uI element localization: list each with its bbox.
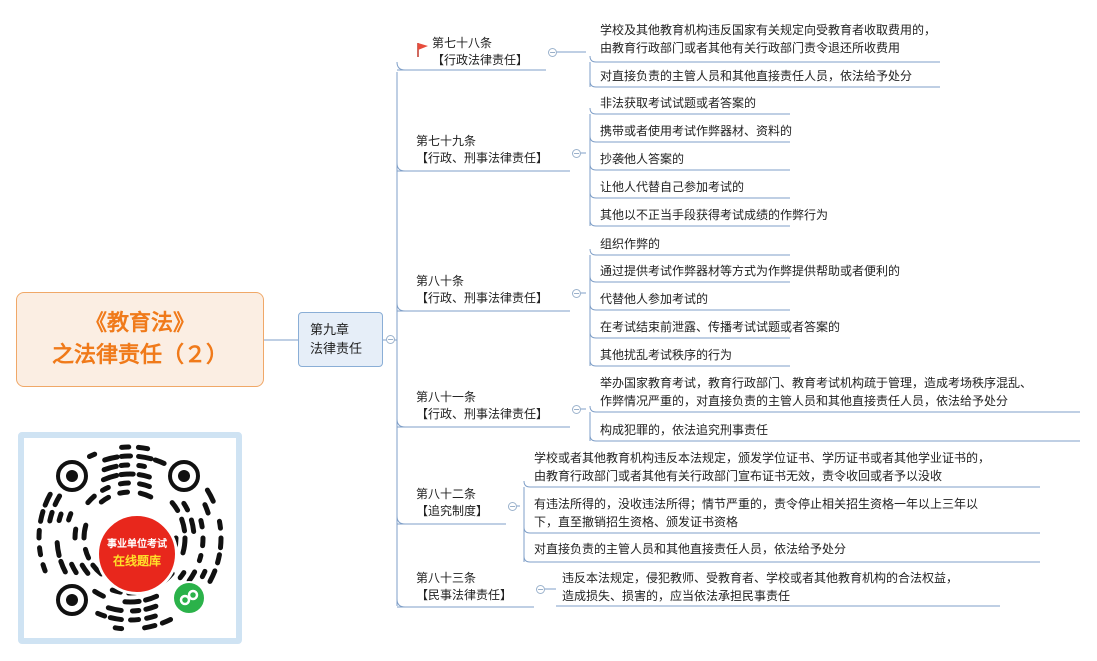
leaf-topic[interactable]: 构成犯罪的，依法追究刑事责任 <box>600 421 768 439</box>
article-liability-type: 【行政法律责任】 <box>432 53 529 67</box>
leaf-text-line: 携带或者使用考试作弊器材、资料的 <box>600 124 793 138</box>
leaf-topic[interactable]: 组织作弊的 <box>600 235 660 253</box>
collapse-article-icon[interactable]: − <box>572 289 581 298</box>
qr-badge-line1: 事业单位考试 <box>107 539 167 550</box>
article-liability-type: 【追究制度】 <box>416 504 489 518</box>
leaf-text-line: 对直接负责的主管人员和其他直接责任人员，依法给予处分 <box>600 69 913 83</box>
chapter-title: 法律责任 <box>310 341 363 357</box>
article-topic[interactable]: 第八十二条【追究制度】 <box>416 486 488 520</box>
article-number: 第八十三条 <box>416 571 477 585</box>
leaf-text-line: 让他人代替自己参加考试的 <box>600 180 745 194</box>
leaf-text-line: 构成犯罪的，依法追究刑事责任 <box>600 423 769 437</box>
leaf-underline <box>589 135 790 143</box>
leaf-topic[interactable]: 学校及其他教育机构违反国家有关规定向受教育者收取费用的， 由教育行政部门或者其他有… <box>600 21 936 57</box>
leaf-underline <box>523 526 1040 534</box>
article-number: 第八十条 <box>416 274 465 288</box>
leaf-topic[interactable]: 对直接负责的主管人员和其他直接责任人员，依法给予处分 <box>600 67 912 85</box>
article-number: 第七十八条 <box>432 36 493 50</box>
leaf-underline <box>589 248 790 256</box>
collapse-article-icon[interactable]: − <box>548 48 557 57</box>
leaf-underline <box>589 405 1080 413</box>
leaf-text-line: 有违法所得的，没收违法所得；情节严重的，责令停止相关招生资格一年以上三年以 <box>534 497 979 511</box>
leaf-text-line: 代替他人参加考试的 <box>600 292 709 306</box>
root-title-line2: 之法律责任（２） <box>51 342 228 368</box>
leaf-topic[interactable]: 通过提供考试作弊器材等方式为作弊提供帮助或者便利的 <box>600 262 900 280</box>
leaf-underline <box>523 480 1040 488</box>
leaf-underline <box>589 331 790 339</box>
leaf-underline <box>589 219 790 227</box>
leaf-underline <box>589 163 790 171</box>
leaf-text-line: 由教育行政部门或者其他有关行政部门责令退还所收费用 <box>600 41 901 55</box>
article-topic[interactable]: 第八十三条【民事法律责任】 <box>416 570 512 604</box>
leaf-text-line: 其他以不正当手段获得考试成绩的作弊行为 <box>600 208 829 222</box>
leaf-text-line: 造成损失、损害的，应当依法承担民事责任 <box>562 589 791 603</box>
article-liability-type: 【民事法律责任】 <box>416 588 513 602</box>
leaf-underline <box>589 359 790 367</box>
collapse-article-icon[interactable]: − <box>572 405 581 414</box>
leaf-text-line: 举办国家教育考试，教育行政部门、教育考试机构疏于管理，造成考场秩序混乱、 <box>600 376 1033 390</box>
qr-center-badge: 事业单位考试 在线题库 <box>96 513 178 595</box>
article-number: 第八十一条 <box>416 390 477 404</box>
collapse-article-icon[interactable]: − <box>572 149 581 158</box>
article-topic[interactable]: 第七十九条【行政、刑事法律责任】 <box>416 133 548 167</box>
qr-badge-line2: 在线题库 <box>112 554 161 568</box>
leaf-text-line: 下，直至撤销招生资格、颁发证书资格 <box>534 515 739 529</box>
leaf-text-line: 抄袭他人答案的 <box>600 152 685 166</box>
leaf-underline <box>589 275 790 283</box>
leaf-topic[interactable]: 对直接负责的主管人员和其他直接责任人员，依法给予处分 <box>534 540 846 558</box>
leaf-text-line: 由教育行政部门或者其他有关行政部门宣布证书无效，责令收回或者予以没收 <box>534 469 943 483</box>
mini-program-icon <box>172 581 206 615</box>
article-number: 第七十九条 <box>416 134 477 148</box>
chapter-number: 第九章 <box>310 322 350 338</box>
article-liability-type: 【行政、刑事法律责任】 <box>416 407 549 421</box>
leaf-text-line: 通过提供考试作弊器材等方式为作弊提供帮助或者便利的 <box>600 264 901 278</box>
article-topic[interactable]: 第八十条【行政、刑事法律责任】 <box>416 273 548 307</box>
leaf-topic[interactable]: 学校或者其他教育机构违反本法规定，颁发学位证书、学历证书或者其他学业证书的， 由教… <box>534 449 990 485</box>
leaf-topic[interactable]: 其他以不正当手段获得考试成绩的作弊行为 <box>600 206 828 224</box>
leaf-topic[interactable]: 非法获取考试试题或者答案的 <box>600 94 756 112</box>
leaf-text-line: 作弊情况严重的，对直接负责的主管人员和其他直接责任人员，依法给予处分 <box>600 394 1009 408</box>
article-number: 第八十二条 <box>416 487 477 501</box>
leaf-topic[interactable]: 在考试结束前泄露、传播考试试题或者答案的 <box>600 318 840 336</box>
flag-icon <box>417 43 428 57</box>
leaf-topic[interactable]: 代替他人参加考试的 <box>600 290 708 308</box>
collapse-article-icon[interactable]: − <box>508 502 517 511</box>
collapse-chapter-icon[interactable]: − <box>386 335 395 344</box>
leaf-text-line: 学校及其他教育机构违反国家有关规定向受教育者收取费用的， <box>600 23 937 37</box>
leaf-topic[interactable]: 有违法所得的，没收违法所得；情节严重的，责令停止相关招生资格一年以上三年以下，直… <box>534 495 978 531</box>
leaf-underline <box>589 434 1080 442</box>
chapter-topic[interactable]: 第九章 法律责任 <box>298 312 383 367</box>
leaf-underline <box>589 55 940 63</box>
article-topic[interactable]: 第七十八条【行政法律责任】 <box>432 35 528 69</box>
leaf-topic[interactable]: 其他扰乱考试秩序的行为 <box>600 346 732 364</box>
article-liability-type: 【行政、刑事法律责任】 <box>416 151 549 165</box>
leaf-underline <box>589 107 790 115</box>
leaf-text-line: 在考试结束前泄露、传播考试试题或者答案的 <box>600 320 841 334</box>
leaf-underline <box>523 555 1040 563</box>
leaf-underline <box>589 80 940 88</box>
leaf-underline <box>589 191 790 199</box>
leaf-text-line: 违反本法规定，侵犯教师、受教育者、学校或者其他教育机构的合法权益， <box>562 571 959 585</box>
root-title-line1: 《教育法》 <box>84 310 195 336</box>
leaf-topic[interactable]: 携带或者使用考试作弊器材、资料的 <box>600 122 792 140</box>
collapse-article-icon[interactable]: − <box>536 585 545 594</box>
leaf-underline <box>589 303 790 311</box>
leaf-text-line: 学校或者其他教育机构违反本法规定，颁发学位证书、学历证书或者其他学业证书的， <box>534 451 991 465</box>
article-liability-type: 【行政、刑事法律责任】 <box>416 291 549 305</box>
leaf-topic[interactable]: 举办国家教育考试，教育行政部门、教育考试机构疏于管理，造成考场秩序混乱、作弊情况… <box>600 374 1032 410</box>
root-topic[interactable]: 《教育法》 之法律责任（２） <box>16 292 264 387</box>
article-topic[interactable]: 第八十一条【行政、刑事法律责任】 <box>416 389 548 423</box>
leaf-text-line: 非法获取考试试题或者答案的 <box>600 96 757 110</box>
leaf-topic[interactable]: 抄袭他人答案的 <box>600 150 684 168</box>
leaf-topic[interactable]: 违反本法规定，侵犯教师、受教育者、学校或者其他教育机构的合法权益， 造成损失、损害… <box>562 569 958 605</box>
leaf-text-line: 其他扰乱考试秩序的行为 <box>600 348 733 362</box>
leaf-text-line: 组织作弊的 <box>600 237 661 251</box>
leaf-text-line: 对直接负责的主管人员和其他直接责任人员，依法给予处分 <box>534 542 847 556</box>
leaf-topic[interactable]: 让他人代替自己参加考试的 <box>600 178 744 196</box>
